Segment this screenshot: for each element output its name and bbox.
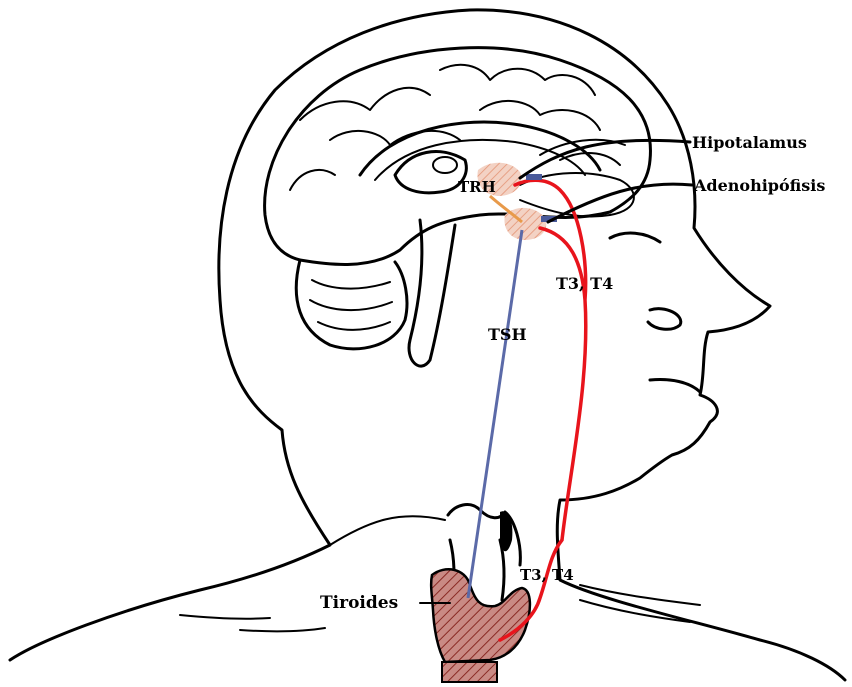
ventricle-shape bbox=[395, 152, 466, 193]
mouth bbox=[650, 380, 700, 393]
t3-t4-lower-label: T3, T4 bbox=[520, 566, 574, 584]
tsh-path bbox=[468, 230, 522, 598]
brain-fold-4 bbox=[480, 101, 600, 130]
cerebellum-fold-3 bbox=[318, 322, 390, 330]
head-outline bbox=[10, 10, 845, 680]
cerebellum-fold-2 bbox=[310, 300, 392, 310]
neck-back-line bbox=[330, 516, 445, 545]
shoulder-line-1 bbox=[180, 615, 270, 619]
corpus-callosum bbox=[360, 122, 600, 175]
thyroid-base bbox=[442, 662, 497, 682]
brain-fold-2 bbox=[440, 65, 595, 95]
trh-label: TRH bbox=[458, 178, 496, 196]
cerebellum-fold-1 bbox=[312, 280, 390, 289]
brain-fold-1 bbox=[300, 88, 430, 120]
thalamus-spot bbox=[433, 157, 457, 173]
eye bbox=[610, 233, 660, 242]
nose bbox=[648, 309, 681, 330]
shoulder-line-2 bbox=[240, 628, 325, 631]
thyroid-label: Tiroides bbox=[320, 593, 398, 613]
brainstem bbox=[409, 220, 455, 366]
brain-fold-5 bbox=[290, 170, 335, 190]
cerebellum bbox=[296, 260, 407, 349]
tsh-label: TSH bbox=[488, 325, 527, 344]
inhibit-marker-hypothalamus bbox=[526, 174, 542, 180]
adenohypophysis-label: Adenohipófisis bbox=[693, 176, 825, 195]
t3-t4-upper-label: T3, T4 bbox=[556, 274, 613, 293]
hypothalamus-pointer-line bbox=[520, 140, 690, 178]
hypothalamus-label: Hipotalamus bbox=[692, 133, 807, 152]
neck-line-2 bbox=[580, 600, 690, 622]
thyroid-gland bbox=[431, 569, 530, 662]
